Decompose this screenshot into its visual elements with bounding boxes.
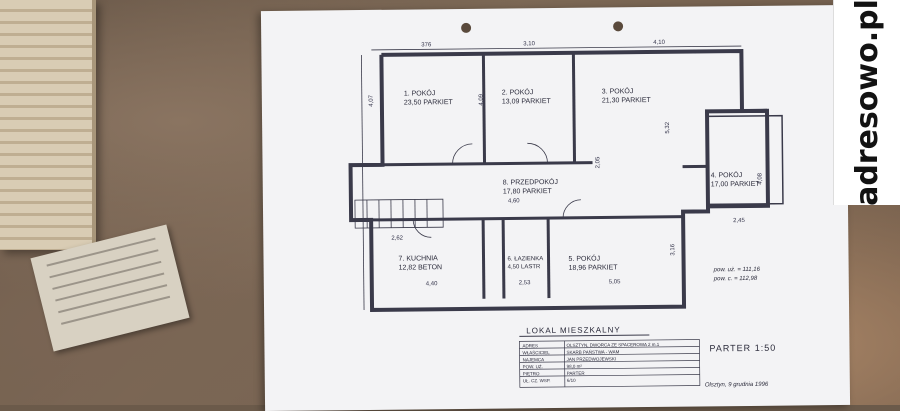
dimension-top-3: 4,10 — [653, 40, 665, 46]
room-label-8: 8. PRZEDPOKÓJ 17,80 PARKIET — [503, 178, 558, 197]
dimension-mid-5: 3,16 — [670, 244, 676, 256]
dimension-left-1: 4,07 — [369, 95, 375, 107]
dimension-top-2: 3,10 — [523, 41, 535, 47]
dimension-bottom-3: 5,05 — [609, 279, 621, 285]
floor-plan-sheet: 376 3,10 4,10 4,07 4,09 5,32 4,60 2,62 2… — [261, 5, 850, 411]
room-label-3: 3. POKÓJ 21,30 PARKIET — [602, 87, 651, 106]
area-notes: pow. uż. = 111,16 pow. c. = 112,98 — [714, 266, 760, 284]
dimension-mid-1: 4,60 — [508, 198, 520, 204]
dimension-bottom-2: 2,53 — [519, 280, 531, 286]
room-label-6: 6. ŁAZIENKA 4,50 LASTR — [507, 255, 543, 271]
title-block-heading: LOKAL MIESZKALNY — [526, 325, 620, 335]
signature-date: Olsztyn, 9 grudnia 1996 — [705, 382, 768, 389]
dimension-top-1: 376 — [421, 42, 431, 48]
dimension-left-3: 5,32 — [665, 122, 671, 134]
dimension-mid-2: 2,62 — [391, 236, 403, 242]
radiator — [0, 0, 96, 250]
dimension-mid-6: 2,05 — [595, 157, 601, 169]
room-label-2: 2. POKÓJ 13,09 PARKIET — [502, 88, 551, 107]
dimension-mid-3: 2,45 — [733, 218, 745, 224]
room-label-5: 5. POKÓJ 18,96 PARKIET — [568, 254, 617, 273]
room-label-1: 1. POKÓJ 23,50 PARKIET — [404, 89, 453, 108]
adresowo-watermark: adresowo.pl — [833, 0, 900, 205]
sheet-title: PARTER 1:50 — [709, 343, 776, 354]
dimension-left-2: 4,09 — [479, 94, 485, 106]
watermark-logo-text: adresowo.pl — [834, 0, 900, 205]
dimension-bottom-1: 4,40 — [426, 281, 438, 287]
room-label-4: 4. POKÓJ 17,00 PARKIET — [711, 171, 760, 190]
room-label-7: 7. KUCHNIA 12,82 BETON — [398, 254, 442, 272]
